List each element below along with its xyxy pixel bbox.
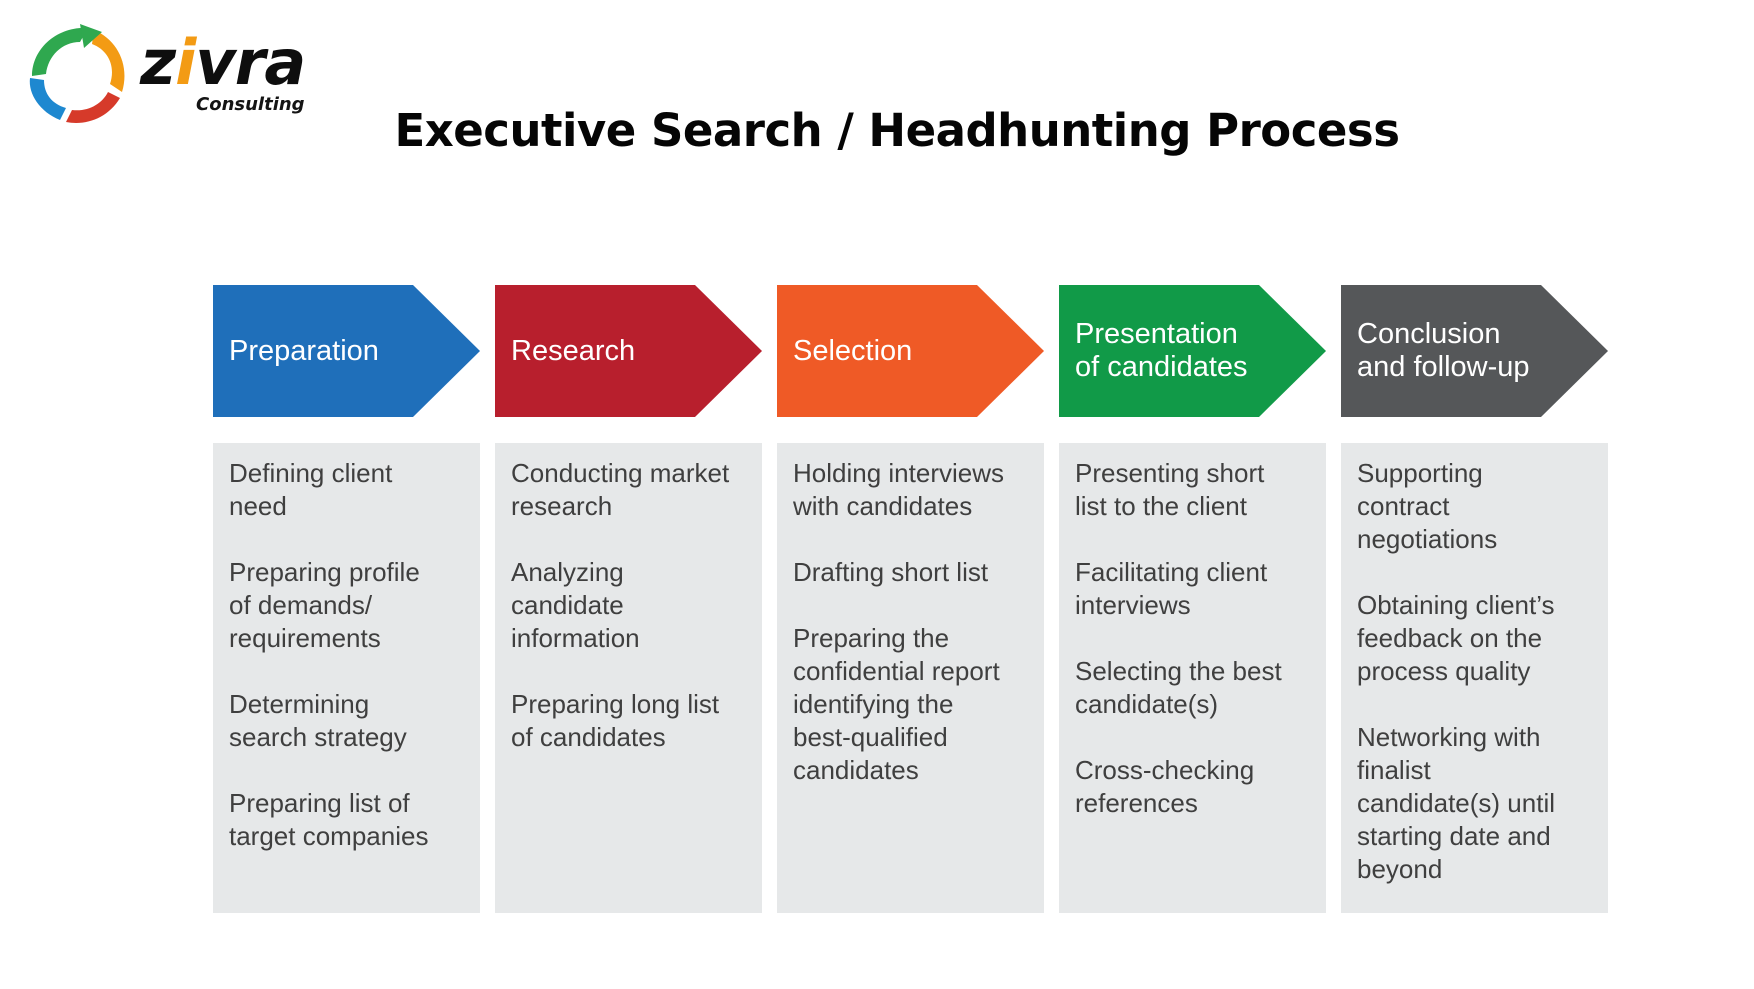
logo-swirl-orange	[92, 30, 125, 92]
stage-arrow-fill	[495, 285, 762, 417]
stage-arrow-shape	[1341, 285, 1608, 417]
stage-label: Research	[511, 334, 636, 367]
logo-word-after: vra	[195, 26, 306, 99]
stage-task-item: Preparing list of target companies	[229, 788, 429, 851]
stage-arrow-fill	[1059, 285, 1326, 417]
stage-task-item: Determining search strategy	[229, 689, 407, 752]
stage-label: Selection	[793, 334, 913, 367]
stage-label: Preparation	[229, 334, 379, 367]
stage-arrow: Conclusion and follow-up	[1341, 285, 1608, 417]
logo-swirl-green-tip	[80, 24, 102, 48]
logo-word-i: i	[175, 26, 196, 99]
logo-word-before: z	[140, 26, 176, 99]
stage-arrow-fill	[777, 285, 1044, 417]
stage-label: Conclusion and follow-up	[1357, 318, 1530, 383]
stage-arrow-shape	[213, 285, 480, 417]
stage-task-item: Supporting contract negotiations	[1357, 458, 1498, 554]
stage-arrow-shape	[777, 285, 1044, 417]
stage-arrow: Research	[495, 285, 762, 417]
stage-arrow: Preparation	[213, 285, 480, 417]
stage-task-item: Analyzing candidate information	[511, 557, 640, 653]
stage-task-item: Cross-checking references	[1075, 755, 1255, 818]
logo-swirl-red	[66, 92, 120, 123]
stage-task-item: Drafting short list	[793, 557, 989, 587]
stage-label: Presentation of candidates	[1075, 318, 1248, 383]
logo-wordmark: zivra	[140, 32, 306, 94]
logo-swirl-icon	[29, 24, 125, 123]
stage-task-item: Networking with finalist candidate(s) un…	[1357, 722, 1555, 884]
stage-arrow: Selection	[777, 285, 1044, 417]
stage-task-item: Obtaining client’s feedback on the proce…	[1357, 590, 1555, 686]
stage-arrow-shape	[495, 285, 762, 417]
stage-arrow-shape	[1059, 285, 1326, 417]
stage-task-item: Presenting short list to the client	[1075, 458, 1265, 521]
stage-arrow-fill	[213, 285, 480, 417]
logo-subtitle: Consulting	[196, 94, 305, 115]
stage-task-item: Selecting the best candidate(s)	[1075, 656, 1282, 719]
stage-task-item: Conducting market research	[511, 458, 730, 521]
logo-swirl-blue	[29, 78, 66, 120]
stage-task-item: Preparing long list of candidates	[511, 689, 720, 752]
stage-task-item: Facilitating client interviews	[1075, 557, 1268, 620]
stage-arrow: Presentation of candidates	[1059, 285, 1326, 417]
stage-arrow-fill	[1341, 285, 1608, 417]
stage-task-item: Defining client need	[229, 458, 393, 521]
stage-task-item: Holding interviews with candidates	[793, 458, 1004, 521]
page-title: Executive Search / Headhunting Process	[394, 104, 1401, 157]
stage-task-item: Preparing the confidential report identi…	[793, 623, 1000, 785]
logo-swirl-green	[32, 27, 88, 76]
company-logo: zivra Consulting	[18, 18, 308, 128]
stage-task-item: Preparing profile of demands/ requiremen…	[229, 557, 420, 653]
